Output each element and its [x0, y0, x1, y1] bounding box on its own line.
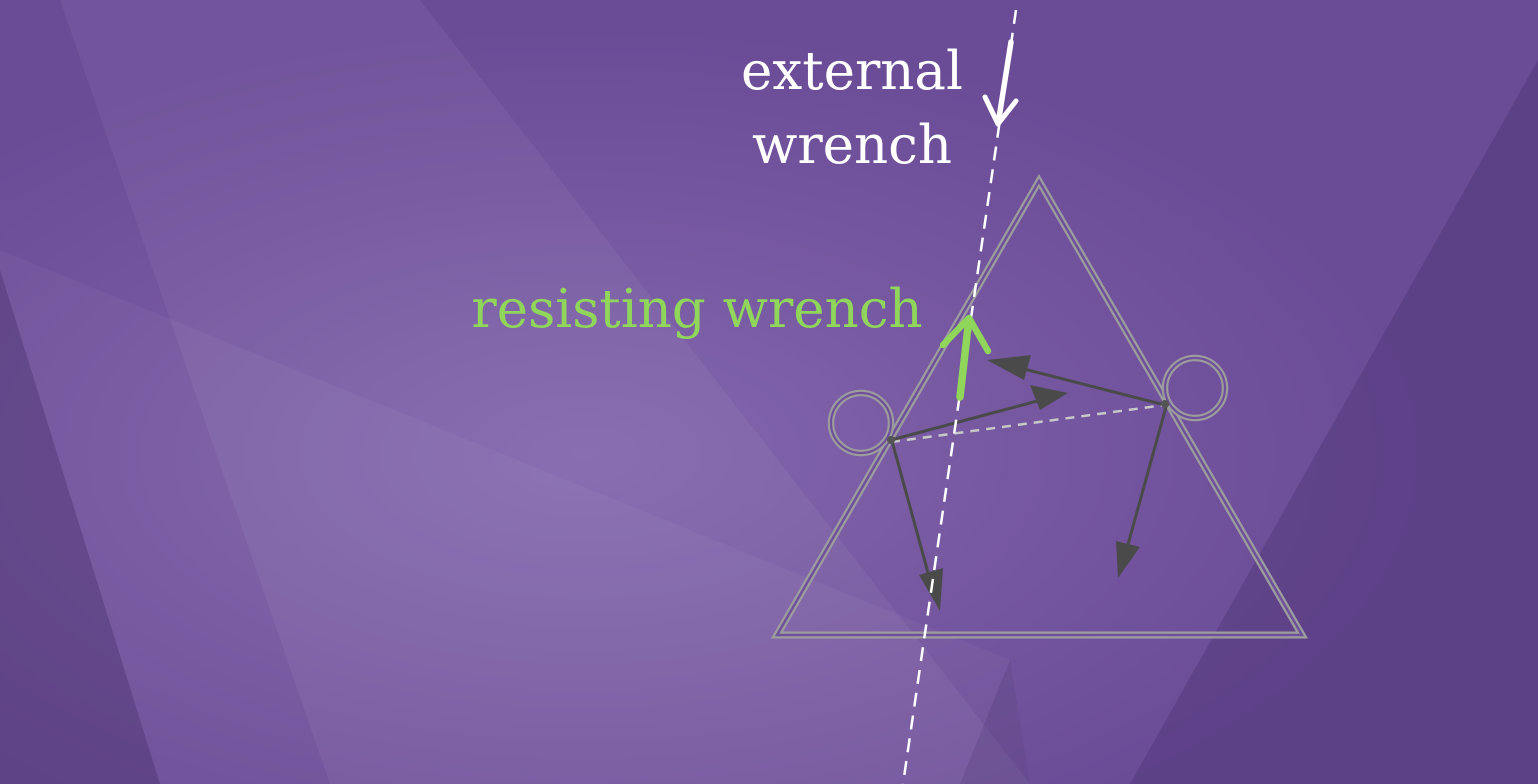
- right-finger-inner: [1163, 356, 1227, 420]
- external-wrench-arrow: [982, 39, 1019, 127]
- background-light-ray-2: [0, 250, 1030, 784]
- right-contact-force-down: [1116, 406, 1168, 578]
- left-contact-point: [887, 436, 895, 444]
- background-shadow-bottom: [960, 660, 1030, 784]
- external-wrench-label-line2: wrench: [752, 115, 952, 176]
- background-shadow-right: [1130, 60, 1538, 784]
- resisting-wrench-label: resisting wrench: [471, 279, 922, 340]
- background-light-ray-1: [60, 0, 1030, 784]
- right-contact-point: [1161, 400, 1169, 408]
- left-contact-force-up: [890, 385, 1068, 442]
- background-shadow-left: [0, 270, 160, 784]
- right-contact-force-left: [987, 355, 1166, 407]
- external-wrench-label-line1: external: [741, 41, 963, 102]
- resisting-wrench-arrow: [939, 314, 992, 401]
- contact-connecting-line: [890, 403, 1166, 444]
- left-finger-inner: [829, 391, 893, 455]
